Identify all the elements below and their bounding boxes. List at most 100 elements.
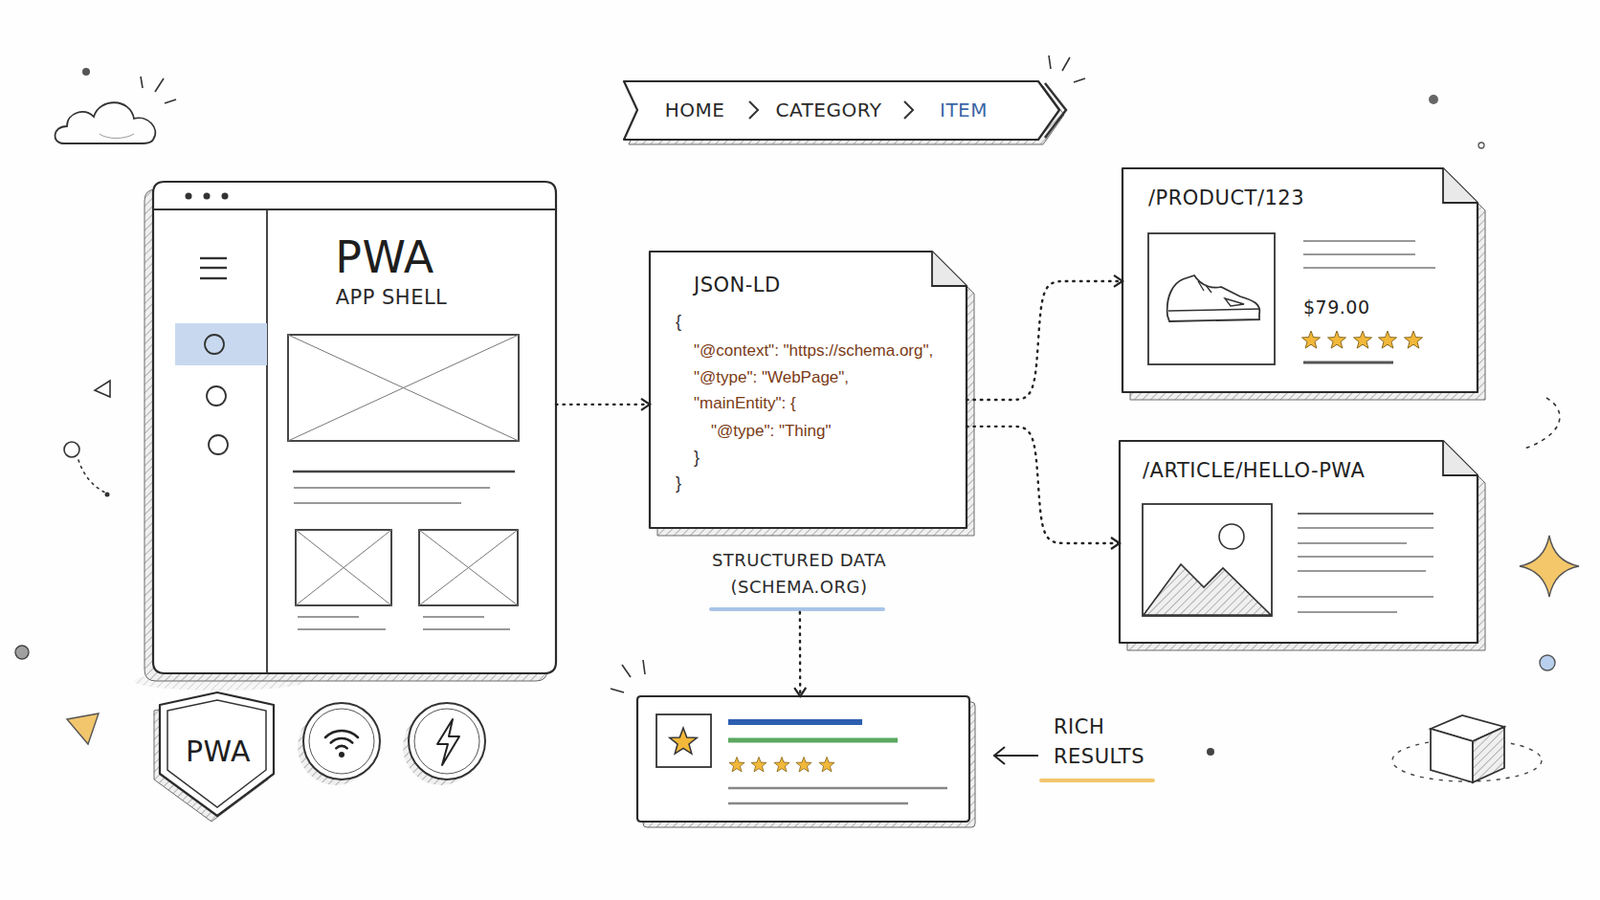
rating-star: [1377, 331, 1397, 349]
mountain-symbol: [1143, 564, 1271, 616]
spark-ray: [622, 665, 631, 678]
spark-ray: [643, 660, 645, 675]
hatched-shadow: [154, 698, 268, 823]
article-image-frame: [1142, 504, 1272, 617]
sidebar-divider: [266, 209, 268, 674]
window-dot: [222, 193, 229, 200]
spark-ray: [155, 78, 164, 92]
dot-doodle: [15, 645, 29, 660]
spark-ray: [164, 99, 177, 104]
text-line: [1303, 266, 1436, 269]
icon-shadow: [402, 709, 480, 786]
callout-label: RICH RESULTS: [1053, 712, 1169, 773]
hamburger-line: [200, 277, 227, 280]
text-line: [1297, 512, 1434, 515]
flow-connector: [555, 403, 650, 406]
code-line: "mainEntity": {: [693, 394, 797, 414]
cloud-shading: [99, 133, 134, 139]
breadcrumb-chevron: [749, 101, 758, 119]
spark-ray: [1073, 78, 1086, 83]
sun-symbol: [1219, 524, 1245, 550]
code-line: }: [675, 473, 682, 495]
node-border: [159, 692, 274, 817]
breadcrumb-item: HOME: [665, 98, 726, 122]
speed-badge: [408, 703, 486, 780]
flow-connector: [966, 281, 1123, 400]
text-line: [1297, 611, 1398, 614]
text-line: [1297, 555, 1434, 558]
nav-circle: [208, 435, 228, 455]
rating-star: [1301, 331, 1320, 349]
hatched-shadow: [1127, 448, 1486, 651]
result-title-bar: [728, 719, 863, 726]
shield-inner-outline: [167, 700, 267, 808]
dot-doodle: [82, 67, 90, 76]
sneaker-drawing: [1167, 275, 1261, 322]
result-icon-frame: [656, 714, 712, 768]
image-placeholder: [288, 334, 519, 442]
text-line: [1297, 570, 1426, 573]
callout-arrowhead: [994, 747, 1005, 765]
image-placeholder: [419, 530, 518, 606]
wifi-dot: [338, 752, 345, 758]
code-line: "@type": "WebPage",: [693, 368, 849, 388]
yellow-triangle: [66, 713, 99, 745]
text-line: [422, 628, 511, 631]
lightning-symbol: [437, 719, 460, 766]
text-line: [292, 470, 515, 474]
node-outline: [637, 696, 1163, 823]
app-shell-window: PWAAPP SHELL: [153, 181, 556, 674]
folded-corner: [932, 251, 967, 287]
offline-badge: [303, 703, 380, 780]
cube-right: [1472, 727, 1505, 783]
spark-ray: [1062, 57, 1070, 71]
dashed-swoosh: [1521, 398, 1560, 450]
banner-edge: [1044, 83, 1067, 138]
badge-ring: [309, 709, 375, 775]
node-border: [153, 181, 556, 674]
wifi-symbol: [325, 731, 358, 749]
text-line: [1303, 240, 1416, 243]
placeholder-cross: [419, 530, 518, 606]
nav-circle: [206, 386, 226, 406]
text-line: [1297, 542, 1407, 545]
text-line: [297, 616, 359, 619]
text-line: [1297, 596, 1434, 599]
node-border: [637, 696, 970, 823]
cloud-doodle: [54, 102, 156, 144]
nav-circle: [204, 334, 224, 355]
image-placeholder: [295, 530, 392, 606]
text-line: [1303, 253, 1416, 256]
orbit-ring: [1392, 739, 1542, 782]
breadcrumb-banner: HOMECATEGORYITEM: [622, 81, 1060, 140]
blue-dot: [1539, 655, 1556, 671]
shell-subtitle: APP SHELL: [335, 286, 448, 311]
circle-doodle: [64, 442, 80, 458]
badge-ring: [414, 709, 480, 775]
rating-star: [729, 757, 745, 773]
dotted-trail: [78, 460, 106, 493]
node-border: [623, 81, 1060, 140]
product-page-card: /PRODUCT/123$79.00: [1122, 168, 1478, 393]
folded-corner: [1443, 168, 1478, 203]
rating-star: [819, 757, 835, 773]
hatched-shadow: [1130, 176, 1486, 400]
hamburger-line: [200, 257, 227, 260]
node-outline: [1122, 168, 1478, 393]
route-path: /ARTICLE/HELLO-PWA: [1142, 459, 1365, 484]
route-path: /PRODUCT/123: [1148, 186, 1305, 211]
text-line: [422, 616, 485, 619]
text-line: [728, 802, 909, 806]
code-line: }: [693, 447, 700, 469]
spark-ray: [1048, 55, 1051, 69]
placeholder-cross: [288, 334, 519, 442]
triangle-doodle: [94, 380, 111, 398]
caption-underline: [711, 607, 884, 612]
rating-star: [1327, 331, 1346, 349]
text-line: [1303, 361, 1394, 365]
spark-ray: [610, 688, 624, 693]
